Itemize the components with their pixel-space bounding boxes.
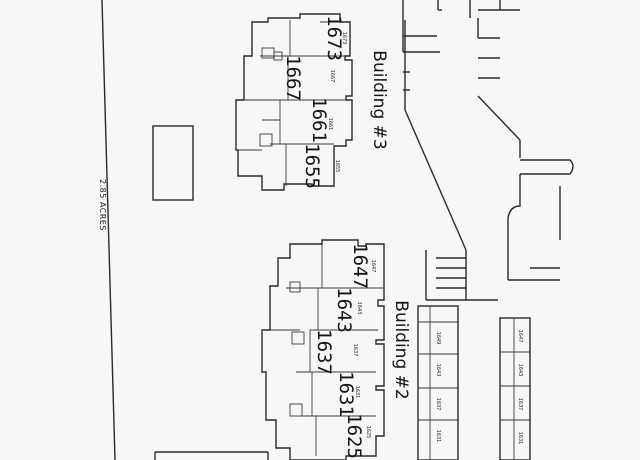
small-label-1661: 1661	[327, 118, 333, 131]
small-label-1655: 1655	[334, 160, 340, 173]
small-label-1637: 1637	[352, 344, 358, 357]
garage-a-label-1: 1649	[435, 332, 441, 345]
unit-label-1647: 1647	[349, 243, 371, 289]
driveway-right	[507, 159, 574, 281]
building-3-outline	[235, 13, 353, 191]
property-line-left	[101, 0, 116, 460]
garage-b-label-1: 1647	[517, 330, 523, 343]
acreage-label: 2.85 ACRES	[98, 179, 107, 231]
small-label-1673: 1673	[341, 32, 347, 45]
garage-b-label-2: 1643	[517, 364, 523, 377]
unit-label-1625: 1625	[343, 413, 365, 459]
small-label-1631: 1631	[354, 386, 360, 399]
unit-label-1643: 1643	[333, 287, 355, 333]
unit-label-1661: 1661	[308, 97, 330, 143]
garage-b-label-3: 1637	[517, 398, 523, 411]
building-3-title: Building #3	[369, 50, 389, 149]
garage-row-a	[417, 305, 459, 460]
unit-label-1631: 1631	[335, 371, 357, 417]
small-label-1647: 1647	[370, 260, 376, 273]
garage-a-label-3: 1637	[435, 398, 441, 411]
unit-label-1637: 1637	[313, 329, 335, 375]
garage-a-label-2: 1643	[435, 364, 441, 377]
parking-stalls-top	[402, 0, 521, 301]
unit-label-1673: 1673	[323, 15, 345, 61]
garage-a-label-4: 1631	[435, 430, 441, 443]
building-2-title: Building #2	[391, 300, 411, 399]
unit-label-1667: 1667	[282, 55, 304, 101]
garage-row-b	[499, 317, 531, 460]
small-label-1625: 1625	[365, 426, 371, 439]
building-2-outline	[261, 239, 385, 460]
unit-label-1655: 1655	[301, 143, 323, 189]
bottom-left-structures	[154, 451, 269, 460]
garage-b-label-4: 1631	[517, 432, 523, 445]
small-label-1667: 1667	[329, 70, 335, 83]
pad-rectangle	[152, 125, 194, 201]
parking-stalls-middle	[425, 250, 466, 301]
small-label-1643: 1643	[356, 302, 362, 315]
